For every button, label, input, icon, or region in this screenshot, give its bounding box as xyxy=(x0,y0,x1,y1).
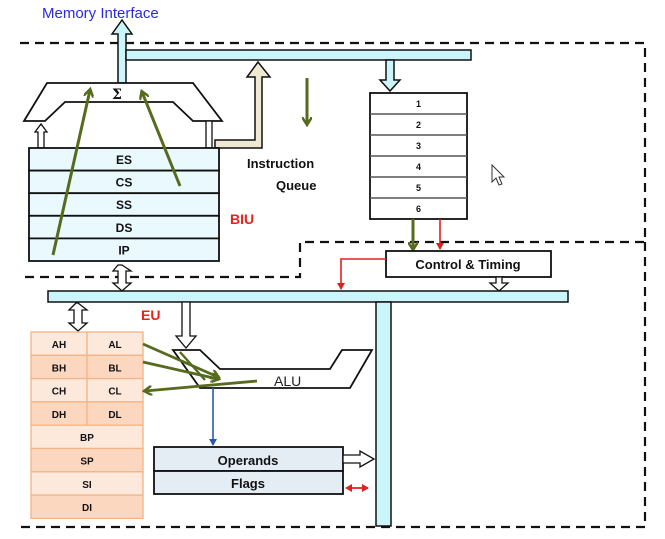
address-to-bus-arrow xyxy=(214,60,272,149)
segment-to-adder-arrow xyxy=(51,90,90,256)
alu-label: ALU xyxy=(274,373,301,389)
eu-label: EU xyxy=(141,307,160,323)
mouse-cursor-icon xyxy=(491,163,506,186)
control-to-bus-arrow xyxy=(488,276,510,292)
control-timing-box xyxy=(385,250,552,278)
memory-interface-arrow xyxy=(110,18,134,84)
segment-register-label: CS xyxy=(116,176,133,190)
segment-register-label: IP xyxy=(118,243,129,257)
segment-register-label: DS xyxy=(116,221,133,235)
queue-slot-1: 1 xyxy=(416,99,421,109)
general-register-label: CL xyxy=(108,387,121,398)
queue-slot-5: 5 xyxy=(416,183,421,193)
ip-to-adder-arrow xyxy=(142,92,182,187)
biu-boundary xyxy=(20,41,647,279)
bus-register-arrow xyxy=(67,302,89,332)
queue-slot-3: 3 xyxy=(416,141,421,151)
eu-bus xyxy=(47,290,569,303)
general-register-label: CH xyxy=(52,387,66,398)
general-register-label: DH xyxy=(52,410,66,421)
eu-boundary xyxy=(20,242,647,529)
operands-to-bus-arrow xyxy=(342,449,376,469)
memory-interface-label: Memory Interface xyxy=(42,5,159,22)
pointer-register-label: BP xyxy=(80,433,94,444)
operands-label: Operands xyxy=(218,453,279,468)
queue-slot-4: 4 xyxy=(416,162,421,172)
segment-register-block: ES CS SS DS IP xyxy=(28,147,220,262)
general-register-label: AL xyxy=(108,340,121,351)
adder-input-post-right xyxy=(205,120,213,149)
general-register-block: AH AL BH BL CH CL DH DL BP SP SI DI xyxy=(30,331,144,520)
alu-to-cl-arrow xyxy=(145,379,258,391)
pointer-register-di xyxy=(30,494,144,520)
alu-internal-line xyxy=(179,351,206,381)
instruction-queue-label-line1: Instruction xyxy=(247,156,314,171)
bus-to-queue-arrow xyxy=(378,59,402,93)
instruction-queue-label-line2: Queue xyxy=(276,178,316,193)
bl-to-alu-arrow xyxy=(142,360,218,379)
sigma-symbol: Σ xyxy=(112,87,122,103)
control-timing-label: Control & Timing xyxy=(415,257,520,272)
al-to-alu-arrow xyxy=(142,342,218,377)
queue-slot-6: 6 xyxy=(416,204,421,214)
general-register-label: DL xyxy=(108,410,121,421)
general-register-label: BL xyxy=(108,363,121,374)
segment-register-label: SS xyxy=(116,198,132,212)
general-register-label: BH xyxy=(52,363,66,374)
adder-input-arrow-left xyxy=(33,122,49,149)
segment-register-ip xyxy=(28,237,220,262)
operands-box xyxy=(153,446,344,472)
pointer-register-label: SI xyxy=(82,480,92,491)
general-register-label: AH xyxy=(52,340,66,351)
top-bus xyxy=(125,49,472,61)
flags-label: Flags xyxy=(231,476,265,491)
biu-label: BIU xyxy=(230,211,254,227)
bus-to-alu-arrow xyxy=(174,301,198,350)
flags-box xyxy=(153,470,344,495)
pointer-register-label: DI xyxy=(82,503,92,514)
flags-bus-arrow-left-head xyxy=(345,484,352,492)
alu-unit xyxy=(171,349,374,389)
instruction-queue: 1 2 3 4 5 6 xyxy=(369,92,468,220)
eu-vertical-bus xyxy=(375,301,392,527)
segment-register-label: ES xyxy=(116,153,132,167)
queue-slot-2: 2 xyxy=(416,120,421,130)
pointer-register-label: SP xyxy=(80,457,94,468)
address-adder xyxy=(22,82,224,122)
biu-eu-bus-arrow xyxy=(111,264,134,292)
control-signal-line xyxy=(337,258,386,290)
